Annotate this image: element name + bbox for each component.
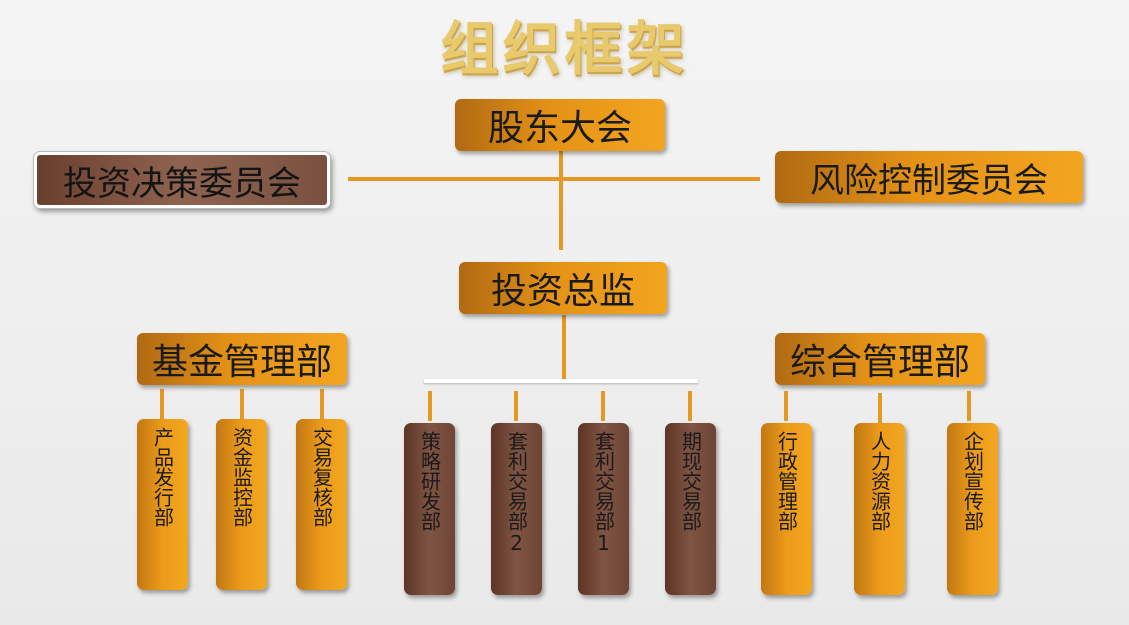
node-label: 套利交易部2	[504, 431, 529, 555]
node-label: 企划宣传部	[960, 431, 985, 531]
node-label: 交易复核部	[309, 427, 334, 527]
connector-stub	[428, 391, 432, 421]
connector-stub	[967, 391, 971, 421]
node-label: 行政管理部	[774, 431, 799, 531]
node-strategy-rd: 策略研发部	[404, 423, 455, 595]
connector-stub	[878, 393, 882, 423]
connector-trading-bus	[424, 379, 698, 383]
node-planning-publicity: 企划宣传部	[947, 423, 998, 595]
page-title: 组织框架	[440, 15, 689, 83]
connector-shareholders-director	[559, 150, 563, 250]
node-shareholders: 股东大会	[455, 99, 665, 151]
connector-director-trading	[562, 315, 566, 379]
node-arbitrage-trading-2: 套利交易部2	[491, 423, 542, 595]
node-general-management: 综合管理部	[775, 333, 985, 385]
node-product-issuance: 产品发行部	[137, 419, 188, 590]
connector-committees-horizontal	[348, 177, 760, 181]
connector-stub	[784, 391, 788, 421]
node-human-resources: 人力资源部	[854, 423, 905, 595]
node-fund-management: 基金管理部	[137, 333, 347, 385]
node-futures-spot-trading: 期现交易部	[665, 423, 716, 595]
node-director: 投资总监	[459, 262, 667, 314]
connector-stub	[320, 389, 324, 419]
node-label: 产品发行部	[150, 427, 175, 527]
node-label: 策略研发部	[417, 431, 442, 531]
node-administration: 行政管理部	[761, 423, 812, 595]
connector-stub	[240, 389, 244, 419]
node-risk-committee: 风险控制委员会	[775, 151, 1083, 203]
node-trade-review: 交易复核部	[296, 419, 347, 590]
connector-stub	[688, 391, 692, 421]
node-fund-monitoring: 资金监控部	[216, 419, 267, 590]
node-arbitrage-trading-1: 套利交易部1	[578, 423, 629, 595]
node-label: 套利交易部1	[591, 431, 616, 555]
node-investment-committee: 投资决策委员会	[34, 152, 330, 208]
node-label: 人力资源部	[867, 431, 892, 531]
connector-stub	[514, 391, 518, 421]
connector-stub	[601, 391, 605, 421]
node-label: 资金监控部	[229, 427, 254, 527]
connector-stub	[160, 389, 164, 419]
node-label: 期现交易部	[678, 431, 703, 531]
